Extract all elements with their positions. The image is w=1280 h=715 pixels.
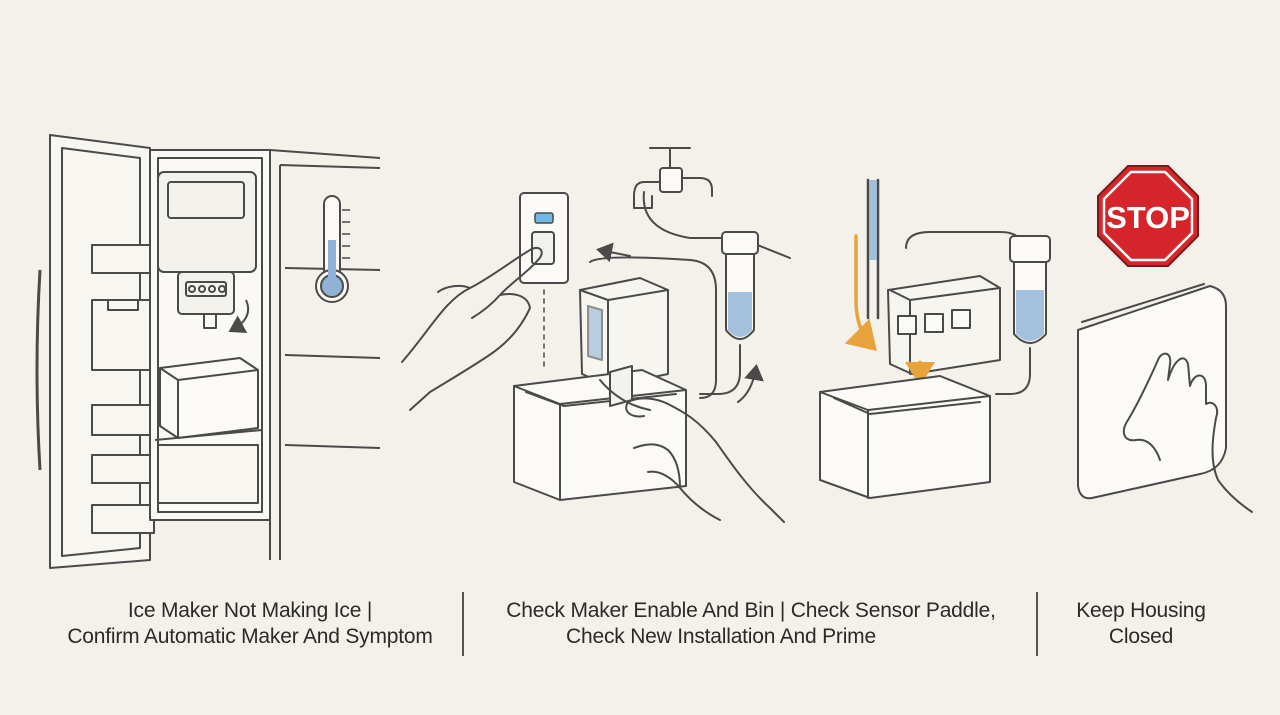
faucet-icon: [633, 147, 741, 239]
water-supply-line: [866, 178, 880, 320]
caption-3-line-2: Closed: [1108, 625, 1174, 648]
refrigerator-illustration: [35, 134, 381, 569]
water-filter: [699, 231, 791, 395]
stop-label: STOP: [1106, 200, 1190, 235]
flow-arrow: [844, 234, 877, 351]
caption-1-line-2: Confirm Automatic Maker And Symptom: [67, 625, 433, 648]
water-filter-2: [995, 235, 1051, 395]
enable-switch: [519, 192, 569, 371]
caption-2-line-1: Check Maker Enable And Bin | Check Senso…: [506, 599, 996, 622]
ice-bin: [513, 365, 687, 501]
caption-panel-3: Keep Housing Closed: [1046, 598, 1236, 650]
fridge-fresh-food: [269, 149, 381, 560]
caption-panel-2: Check Maker Enable And Bin | Check Senso…: [470, 598, 1032, 650]
caption-panel-1: Ice Maker Not Making Ice | Confirm Autom…: [20, 598, 480, 650]
stop-sign: STOP: [1097, 165, 1199, 267]
fridge-door: [35, 134, 155, 569]
hand-holding-housing: [1122, 352, 1253, 513]
caption-divider-1: [462, 592, 464, 656]
ice-maker-head: [579, 242, 764, 403]
caption-3-line-1: Keep Housing: [1076, 599, 1206, 622]
fridge-cabinet: [149, 149, 271, 521]
hand-pressing-switch: [401, 246, 543, 411]
prime-illustration: [819, 178, 1051, 499]
hand-checking-paddle: [625, 397, 785, 523]
maker-check-illustration: [401, 147, 791, 523]
housing-cover: [1077, 285, 1227, 500]
housing-closed-illustration: [1077, 283, 1253, 513]
caption-2-line-2: Check New Installation And Prime: [566, 625, 876, 648]
caption-1-line-1: Ice Maker Not Making Ice |: [127, 599, 373, 622]
illustration-scene: STOP: [35, 134, 1253, 569]
caption-divider-2: [1036, 592, 1038, 656]
thermometer-icon: [315, 195, 350, 303]
